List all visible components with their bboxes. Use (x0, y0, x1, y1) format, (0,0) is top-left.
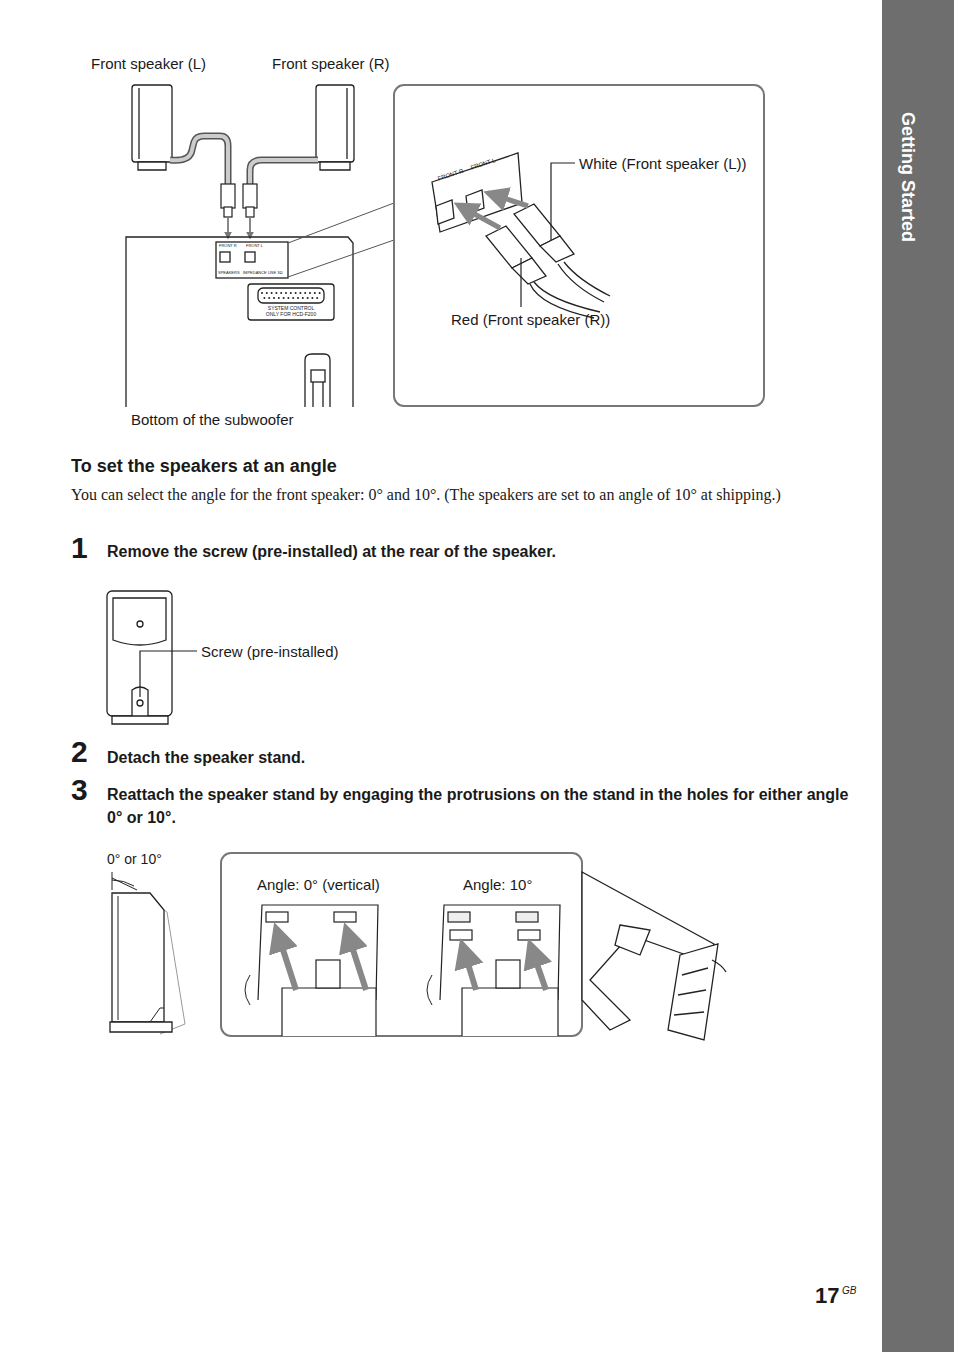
section-heading: To set the speakers at an angle (71, 456, 337, 477)
tab-label: Getting Started (897, 112, 918, 242)
connector-pin (283, 297, 285, 299)
jack-label: FRONT L (246, 244, 263, 249)
connector-pin (304, 292, 306, 294)
step-text: Remove the screw (pre-installed) at the … (107, 543, 556, 561)
connector-pin (280, 292, 282, 294)
connector-pin (266, 292, 268, 294)
leader-line (140, 651, 197, 697)
side-tab (882, 0, 954, 1352)
angle-label: Angle: 0° (vertical) (257, 876, 380, 893)
connector-pin (292, 297, 294, 299)
connector-pin (263, 297, 265, 299)
jack-label: FRONT R (219, 244, 237, 249)
zoom-line (288, 240, 394, 277)
connector-pin (278, 297, 280, 299)
body-text: You can select the angle for the front s… (71, 483, 861, 507)
speaker-cables (170, 136, 318, 184)
part-label: Front speaker (L) (91, 55, 206, 72)
connector-pin (273, 297, 275, 299)
inset-plugs (486, 204, 574, 284)
connector-pin (316, 297, 318, 299)
connector-pin (275, 292, 277, 294)
subwoofer-bottom (126, 237, 353, 407)
connector-pin (297, 297, 299, 299)
panel-label: SPEAKERS (218, 271, 240, 276)
panel-label: SYSTEM CONTROL (268, 306, 314, 312)
page-number: 17 (815, 1283, 839, 1308)
connector-pin (287, 297, 289, 299)
plugs (221, 184, 257, 217)
connector-pin (299, 292, 301, 294)
part-label: Screw (pre-installed) (201, 643, 339, 660)
connector-pin (285, 292, 287, 294)
speaker-stand-perspective (582, 872, 726, 1040)
speaker-side (110, 872, 185, 1034)
connector-pin (309, 292, 311, 294)
arc-marks (245, 975, 432, 1005)
leader-line (520, 258, 521, 307)
part-label: Bottom of the subwoofer (131, 411, 294, 428)
panel-label: IMPEDANCE USE 3Ω (243, 271, 282, 276)
step-number: 1 (71, 531, 88, 566)
connector-pin (319, 292, 321, 294)
callout-label: White (Front speaker (L)) (579, 155, 747, 172)
connector-pin (302, 297, 304, 299)
connector-pin (261, 292, 263, 294)
inset-cables (530, 262, 610, 318)
connector-pin (307, 297, 309, 299)
angle-frame (221, 853, 582, 1036)
step-text: Detach the speaker stand. (107, 749, 305, 767)
connector-pin (311, 297, 313, 299)
page-suffix: GB (842, 1285, 856, 1297)
connector-pin (295, 292, 297, 294)
connector-pin (268, 297, 270, 299)
step-number: 3 (71, 773, 88, 808)
angle-label: 0° or 10° (107, 851, 162, 867)
callout-label: Red (Front speaker (R)) (451, 311, 610, 328)
part-label: Front speaker (R) (272, 55, 390, 72)
panel-label: ONLY FOR HCD-F200 (266, 312, 316, 318)
connector-pin (314, 292, 316, 294)
zoom-line (288, 203, 394, 243)
inset-panel (432, 153, 522, 232)
stand-details (258, 905, 560, 1036)
connector-pin (290, 292, 292, 294)
inset-frame (394, 85, 764, 406)
step-number: 2 (71, 735, 88, 770)
front-speakers (132, 85, 354, 170)
connector-pin (271, 292, 273, 294)
leader-line (551, 163, 575, 240)
step-text: Reattach the speaker stand by engaging t… (107, 783, 867, 829)
angle-label: Angle: 10° (463, 876, 532, 893)
